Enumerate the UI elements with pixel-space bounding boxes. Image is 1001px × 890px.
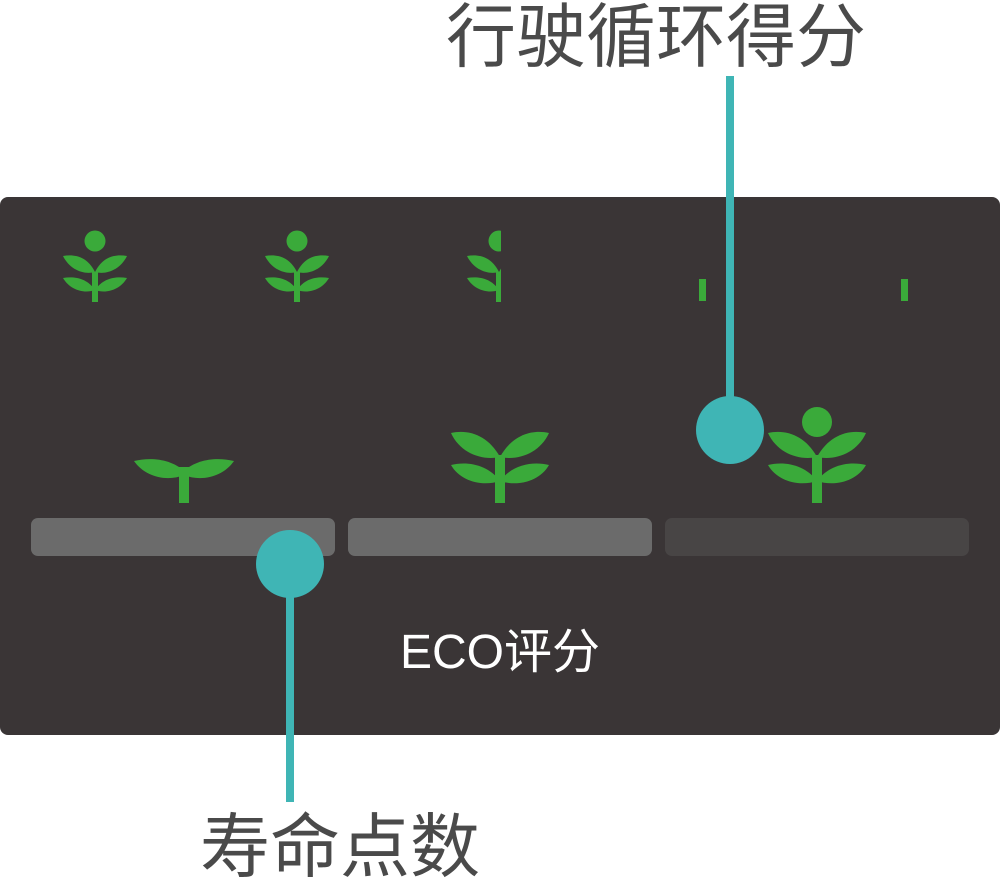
lifetime-bar-3 xyxy=(665,518,969,556)
lifetime-points-label: 寿命点数 xyxy=(200,806,480,888)
drive-cycle-stem-icon-5 xyxy=(901,279,908,301)
lifetime-bar-2 xyxy=(348,518,652,556)
lifetime-points-leader-dot xyxy=(256,530,324,598)
drive-cycle-plant-icon-1 xyxy=(62,230,128,302)
drive-cycle-stem-icon-4 xyxy=(699,279,706,301)
drive-cycle-plant-icon-3-partial xyxy=(466,230,501,302)
lifetime-points-leader-line xyxy=(286,566,294,802)
lifetime-plant-icon-2 xyxy=(450,429,550,503)
lifetime-plant-with-flower-icon-3 xyxy=(767,407,867,503)
eco-score-panel: ECO评分 xyxy=(0,197,1000,735)
drive-cycle-score-label: 行驶循环得分 xyxy=(446,0,866,78)
eco-score-title: ECO评分 xyxy=(399,626,601,679)
lifetime-sprout-icon-1 xyxy=(133,457,235,503)
drive-cycle-score-leader-line xyxy=(726,76,734,428)
drive-cycle-plant-icon-2 xyxy=(264,230,330,302)
drive-cycle-score-leader-dot xyxy=(696,396,764,464)
